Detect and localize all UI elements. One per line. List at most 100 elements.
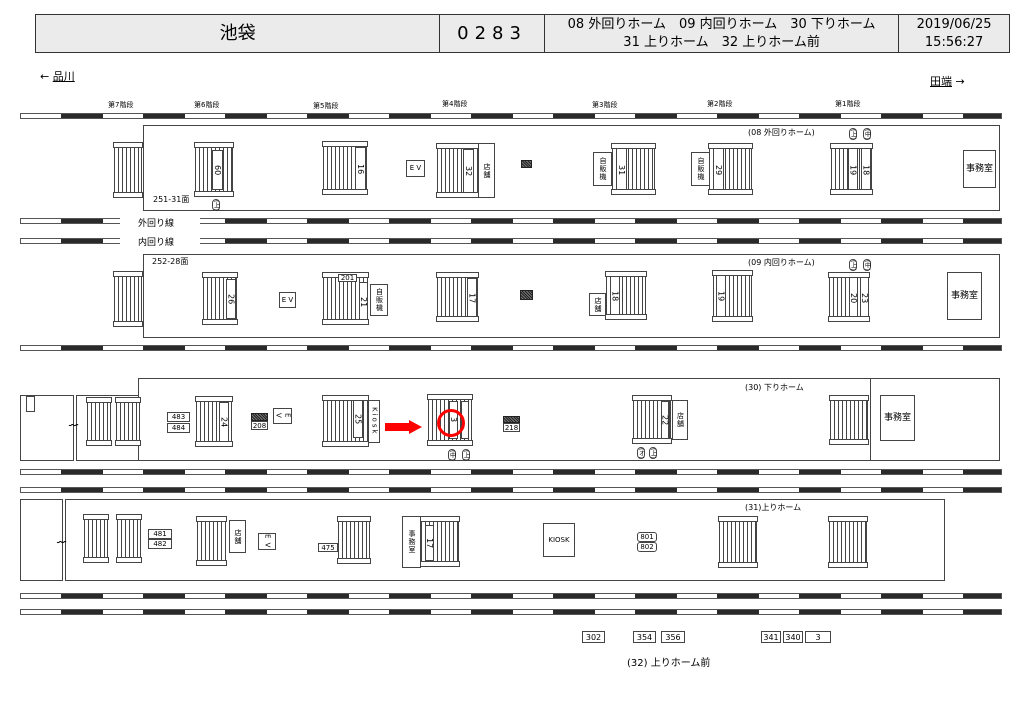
stair-no-1: 第1階段 [835,100,861,108]
stair-label: 29 [713,148,724,192]
hatched-marker [503,416,520,423]
track [20,345,1002,351]
box-340: 340 [783,631,803,643]
hatched-marker [520,290,533,300]
elevator[interactable]: E V [273,408,292,424]
stair[interactable] [86,397,112,446]
track-outer [20,218,1002,224]
stair-26[interactable]: 26 [202,272,238,325]
stair-label: 18 [861,148,871,192]
break-mark-icon: ⌇ [53,539,68,545]
stair-60[interactable]: 60 [194,142,234,197]
hatched-marker [251,413,268,421]
stair-18[interactable]: 18 [605,271,647,320]
o-marker: (オ) [637,447,645,459]
platform-32-title: (32) 上りホーム前 [627,658,711,669]
date: 2019/06/25 [916,16,992,32]
arrow-right-icon: → [955,75,965,88]
stair-label: 25 [353,400,363,438]
divider [870,378,871,461]
stair-no-6: 第6階段 [194,101,220,109]
kiosk: KIOSK [543,523,575,557]
kiosk: Kiosk [368,400,380,443]
office: 事務室 [880,395,915,441]
platform-list: 08 外回りホーム 09 内回りホーム 30 下りホーム 31 上りホーム 32 … [545,15,900,52]
arrow-left-icon: ← [40,70,50,83]
vending-machine: 自販機 [691,152,710,186]
stair-24[interactable]: 24 [195,396,233,447]
box-208: 208 [251,421,268,430]
stair-22[interactable]: 22 [632,395,672,444]
track [20,609,1002,615]
stair-no-7: 第7階段 [108,101,134,109]
box-3: 3 [805,631,831,643]
stair[interactable] [83,514,109,563]
stair-no-5: 第5階段 [313,102,339,110]
break-mark-icon: ⌇ [65,422,80,428]
stair-17[interactable]: 17 [436,272,479,322]
time: 15:56:27 [924,34,984,50]
office: 事務室 [963,150,996,188]
stair-label: 21 [359,282,368,322]
platform-list-2: 31 上りホーム 32 上りホーム前 [623,34,820,50]
stair[interactable] [337,516,371,564]
platform-08-title: (08 外回りホーム) [748,128,815,137]
stair-label: 24 [219,402,229,442]
vending-machine: 自販機 [370,284,388,316]
stair-32[interactable]: 32 [436,143,479,198]
stair-29[interactable]: 29 [708,143,753,195]
office: 事務室 [947,272,982,320]
stair-label: 32 [463,149,474,193]
office: 事務室 [402,516,421,568]
stair[interactable] [196,516,227,566]
stair[interactable] [115,397,141,446]
box-484: 484 [167,423,190,433]
track [20,469,1002,475]
stair[interactable] [828,516,868,568]
platform-09-title: (09 内回りホーム) [748,258,815,267]
stair-25[interactable]: 25 [322,395,369,447]
box-481: 481 [148,529,172,539]
stair[interactable] [718,516,758,568]
elevator[interactable]: E V [406,160,425,177]
box-475: 475 [318,543,338,552]
stair-17[interactable]: 17 [420,516,460,567]
box-801: 801 [637,532,657,542]
up-marker: (上) [649,447,657,459]
stair[interactable] [829,395,869,445]
platform-join [139,396,142,460]
stair-label: 23 [860,277,869,319]
platform-list-1: 08 外回りホーム 09 内回りホーム 30 下りホーム [567,16,876,32]
stair[interactable] [113,142,143,198]
shop: 店舗 [672,400,688,440]
stair[interactable] [116,514,142,563]
platform-31 [65,499,945,581]
elevator[interactable]: E V [279,292,296,308]
elevator[interactable]: E V [258,533,276,550]
stair-label: 22 [661,401,670,439]
platform-30-title: (30) 下りホーム [745,383,804,392]
track-outer-label: 外回り線 [138,219,175,229]
stair-label: 17 [425,525,434,561]
platform-09-face: 252-28面 [152,257,189,266]
arrow-right-icon [385,419,423,438]
platform-31-title: (31)上りホーム [745,503,802,512]
stair[interactable] [113,271,143,327]
stair-19[interactable]: 19 [712,270,753,322]
station-name: 池袋 [36,15,441,52]
stair-31[interactable]: 31 [611,143,656,195]
stair-16[interactable]: 16 [322,141,368,195]
direction-left: ← 品川 [40,68,75,84]
up-marker: (上) [849,128,857,140]
box-802: 802 [637,542,657,552]
hatched-marker [521,160,532,168]
highlight-circle [437,409,465,437]
up-marker: (上) [462,449,470,461]
box-218: 218 [503,423,520,432]
stair-no-2: 第2階段 [707,100,733,108]
box-341: 341 [761,631,781,643]
track [20,487,1002,493]
